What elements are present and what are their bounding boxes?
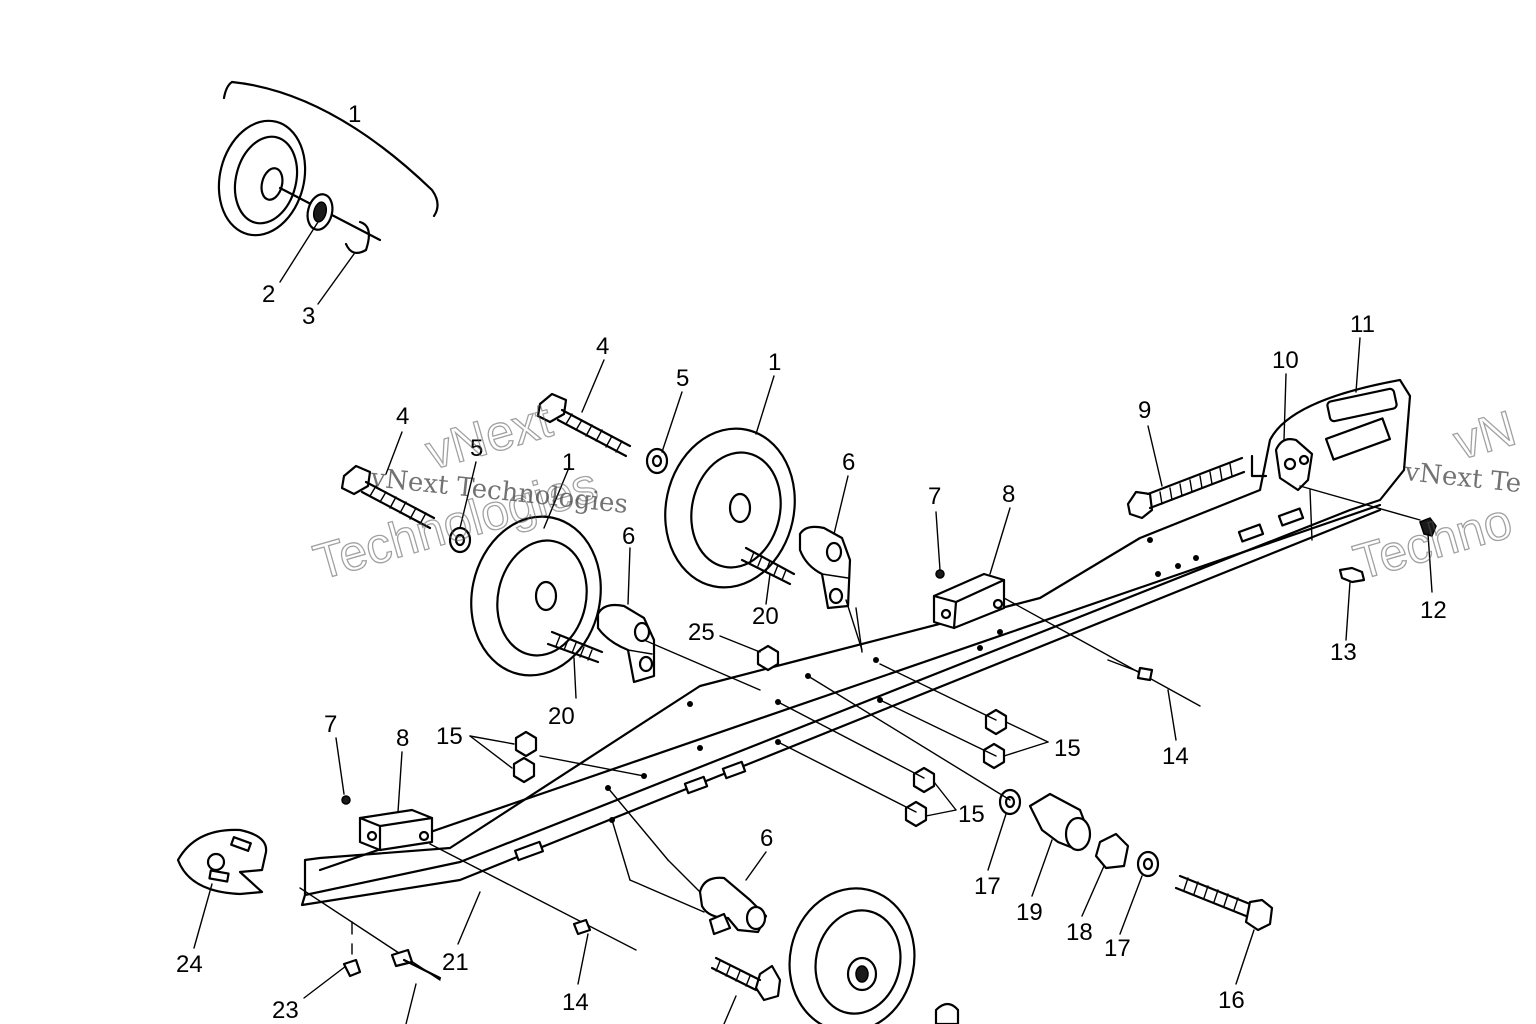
wheel-lower (470, 515, 602, 677)
callout-8-lower: 8 (396, 725, 409, 752)
rail-frame (300, 378, 1412, 907)
callout-labels: 1 2 3 4 5 1 1 6 4 5 6 6 7 8 9 10 11 12 1… (176, 101, 1447, 1024)
callout-15-middle: 15 (958, 801, 985, 828)
callout-6-lower: 6 (622, 523, 635, 550)
bolt-upper (536, 392, 669, 475)
callout-15-right: 15 (1054, 735, 1081, 762)
long-bolt (1126, 456, 1246, 520)
leader-lines (193, 337, 1433, 1024)
callout-11: 11 (1350, 311, 1375, 338)
callout-21: 21 (442, 949, 469, 976)
stud-upper (740, 546, 796, 586)
bracket-upper (798, 525, 863, 651)
nuts (512, 644, 1008, 828)
callout-24: 24 (176, 951, 203, 978)
end-plate (1250, 438, 1437, 584)
bracket-bottom (698, 876, 768, 936)
callout-7-lower: 7 (324, 711, 337, 738)
callout-4-upper: 4 (596, 333, 609, 360)
callout-2: 2 (262, 281, 275, 308)
bolt-lower (340, 464, 472, 554)
callout-4-lower: 4 (396, 403, 409, 430)
callout-1-upper: 1 (768, 349, 781, 376)
callout-1-lower: 1 (562, 449, 575, 476)
callout-18: 18 (1066, 919, 1093, 946)
bolt-bottom (710, 956, 782, 1002)
stud-lower (546, 630, 604, 664)
callout-1-inset: 1 (348, 101, 361, 128)
callout-6-upper: 6 (842, 449, 855, 476)
callout-15-left: 15 (436, 723, 463, 750)
callout-12: 12 (1420, 597, 1447, 624)
wheel-upper (664, 427, 796, 589)
alignment-lines (351, 597, 1201, 955)
rail-front-tip (176, 828, 442, 981)
callout-17-left: 17 (974, 873, 1001, 900)
callout-16: 16 (1218, 987, 1245, 1014)
bracket-lower (596, 603, 656, 684)
callout-10: 10 (1272, 347, 1299, 374)
callout-19: 19 (1016, 899, 1043, 926)
pad-lower (341, 795, 434, 852)
wheel-bottom (788, 887, 960, 1024)
callout-14-right: 14 (1162, 743, 1189, 770)
callout-9: 9 (1138, 397, 1151, 424)
pad-upper (932, 569, 1006, 630)
callout-14-left: 14 (562, 989, 589, 1016)
callout-5-upper: 5 (676, 365, 689, 392)
callout-20-lower: 20 (548, 703, 575, 730)
callout-13: 13 (1330, 639, 1357, 666)
callout-5-lower: 5 (470, 435, 483, 462)
callout-7-upper: 7 (928, 483, 941, 510)
watermark-right-outline-top: vN (1448, 400, 1522, 471)
watermark-outline-top: vNext (420, 391, 558, 480)
callout-20-upper: 20 (752, 603, 779, 630)
callout-17-right: 17 (1104, 935, 1131, 962)
callout-25: 25 (688, 619, 715, 646)
callout-3: 3 (302, 303, 315, 330)
right-hardware (998, 788, 1274, 932)
callout-6-bottom: 6 (760, 825, 773, 852)
callout-8-upper: 8 (1002, 481, 1015, 508)
inset-wheel-assembly (217, 80, 439, 305)
callout-23: 23 (272, 997, 299, 1024)
